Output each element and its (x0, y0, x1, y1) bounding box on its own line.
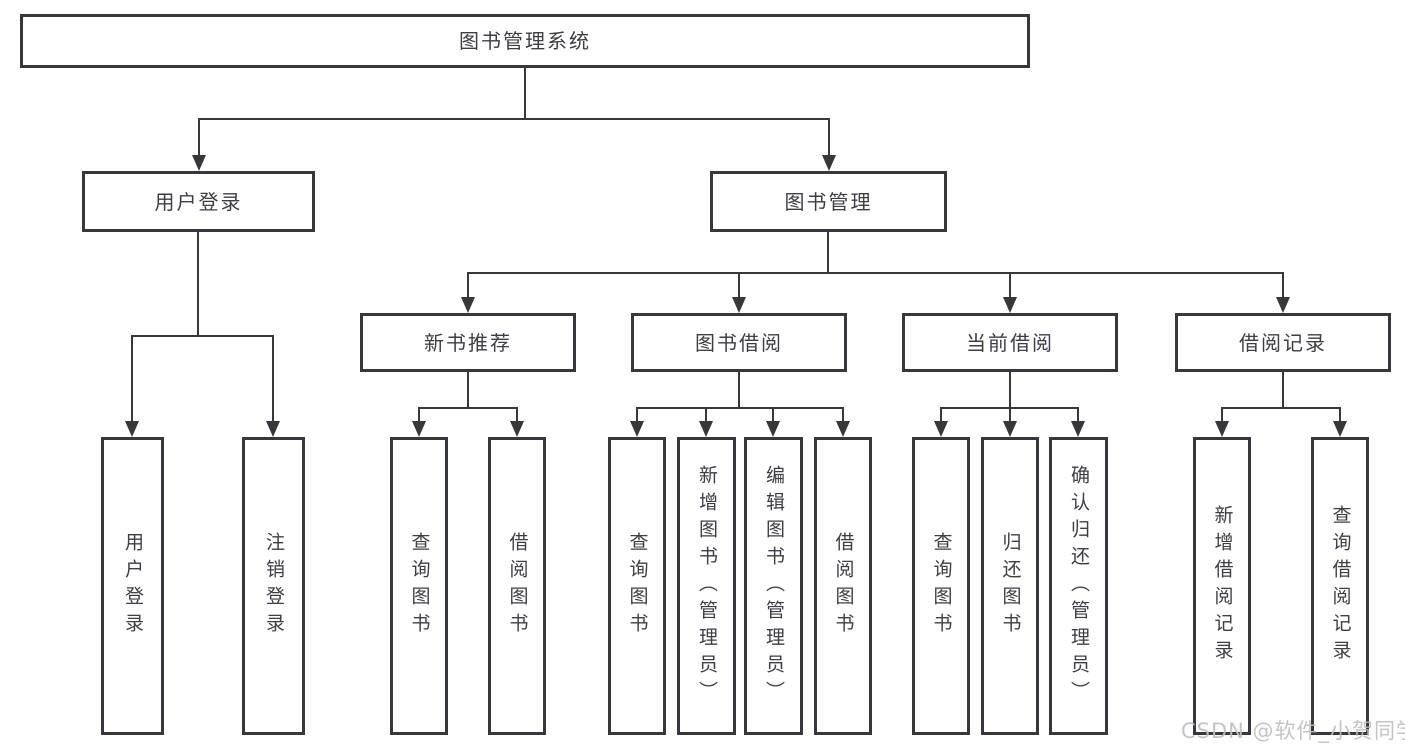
connector-line (636, 407, 843, 409)
connector-line (131, 335, 133, 421)
leaf-query-books-current: 查询图书 (912, 437, 970, 735)
connector-line (418, 407, 420, 421)
watermark: CSDN @软件_小贺同学 (1181, 719, 1405, 743)
leaf-query-borrow-record: 查询借阅记录 (1311, 437, 1369, 735)
leaf-borrow-books-recommend: 借阅图书 (488, 437, 546, 735)
arrow-down-icon (1215, 421, 1229, 437)
connector-line (738, 272, 740, 297)
arrow-down-icon (266, 421, 280, 437)
node-book-borrow: 图书借阅 (631, 313, 847, 372)
arrow-down-icon (192, 155, 206, 171)
connector-line (705, 407, 707, 421)
connector-line (1077, 407, 1079, 421)
connector-line (772, 407, 774, 421)
connector-line (467, 272, 1284, 274)
connector-line (636, 407, 638, 421)
leaf-logout: 注销登录 (242, 437, 305, 735)
arrow-down-icon (699, 421, 713, 437)
node-user-login: 用户登录 (82, 171, 315, 232)
arrow-down-icon (630, 421, 644, 437)
leaf-add-book-admin: 新增图书（管理员） (677, 437, 736, 735)
connector-line (1282, 372, 1284, 407)
node-book-management: 图书管理 (710, 171, 947, 232)
arrow-down-icon (412, 421, 426, 437)
arrow-down-icon (510, 421, 524, 437)
connector-line (467, 272, 469, 297)
node-new-book-recommend: 新书推荐 (360, 313, 576, 372)
connector-line (1009, 372, 1011, 407)
node-current-borrow: 当前借阅 (902, 313, 1118, 372)
connector-line (198, 118, 830, 120)
node-borrow-records: 借阅记录 (1175, 313, 1391, 372)
connector-line (418, 407, 518, 409)
connector-line (1339, 407, 1341, 421)
arrow-down-icon (1333, 421, 1347, 437)
connector-line (1221, 407, 1223, 421)
arrow-down-icon (1003, 421, 1017, 437)
node-root-system: 图书管理系统 (20, 14, 1030, 68)
leaf-query-books-borrow: 查询图书 (608, 437, 666, 735)
leaf-user-login: 用户登录 (101, 437, 164, 735)
leaf-confirm-return-admin: 确认归还（管理员） (1049, 437, 1108, 735)
arrow-down-icon (766, 421, 780, 437)
connector-line (842, 407, 844, 421)
connector-line (1009, 272, 1011, 297)
arrow-down-icon (1276, 297, 1290, 313)
connector-line (1282, 272, 1284, 297)
arrow-down-icon (1003, 297, 1017, 313)
connector-line (516, 407, 518, 421)
arrow-down-icon (125, 421, 139, 437)
connector-line (1009, 407, 1011, 421)
leaf-return-books: 归还图书 (981, 437, 1039, 735)
connector-line (467, 372, 469, 407)
arrow-down-icon (934, 421, 948, 437)
arrow-down-icon (822, 155, 836, 171)
leaf-borrow-books-borrow: 借阅图书 (814, 437, 872, 735)
arrow-down-icon (836, 421, 850, 437)
arrow-down-icon (732, 297, 746, 313)
connector-line (738, 372, 740, 407)
connector-line (828, 118, 830, 156)
connector-line (198, 118, 200, 156)
arrow-down-icon (461, 297, 475, 313)
arrow-down-icon (1071, 421, 1085, 437)
connector-line (1221, 407, 1340, 409)
leaf-edit-book-admin: 编辑图书（管理员） (744, 437, 803, 735)
leaf-add-borrow-record: 新增借阅记录 (1193, 437, 1251, 735)
connector-line (524, 68, 526, 118)
connector-line (940, 407, 942, 421)
connector-line (197, 232, 199, 335)
connector-line (131, 335, 274, 337)
leaf-query-books-recommend: 查询图书 (390, 437, 448, 735)
connector-line (827, 232, 829, 272)
connector-line (272, 335, 274, 421)
